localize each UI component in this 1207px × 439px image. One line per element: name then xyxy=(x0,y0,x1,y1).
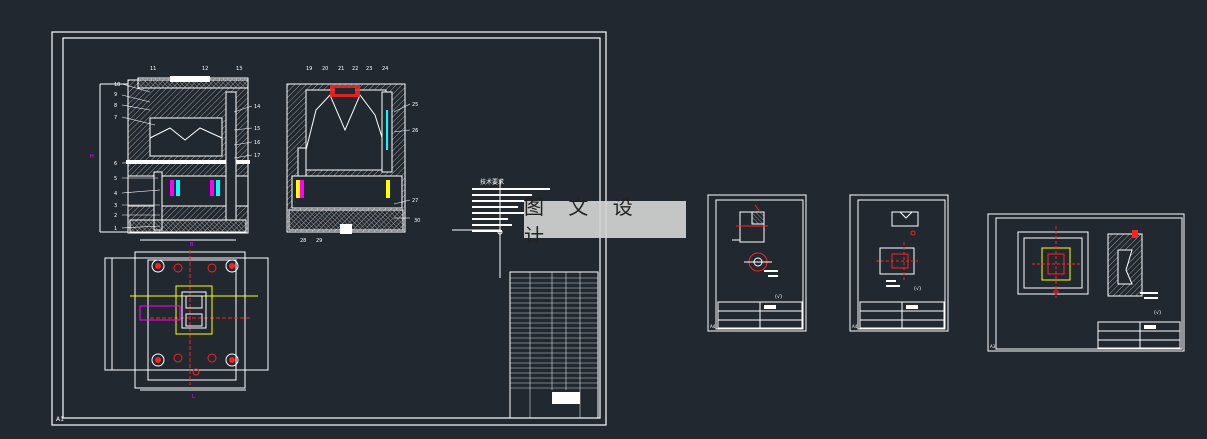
technical-requirements: 技术要求 xyxy=(452,178,550,278)
part-number-label: 16 xyxy=(254,140,260,146)
part-leaders-left xyxy=(121,83,253,229)
main-assembly-sheet[interactable]: A1 H B xyxy=(51,31,607,426)
part-number-label: 20 xyxy=(322,66,328,72)
part-number-label: 18 xyxy=(114,82,120,88)
svg-text:A4: A4 xyxy=(710,324,716,329)
part-number-label: 19 xyxy=(306,66,312,72)
part-number-label: 26 xyxy=(412,128,418,134)
part-number-label: 6 xyxy=(114,161,117,167)
svg-text:技术要求: 技术要求 xyxy=(480,178,504,186)
part-number-label: 30 xyxy=(414,218,420,224)
part-number-label: 8 xyxy=(114,103,117,109)
part-number-label: 9 xyxy=(114,92,117,98)
part-number-label: 24 xyxy=(382,66,388,72)
watermark-label: 图 文 设 计 xyxy=(524,195,686,248)
part-number-label: 5 xyxy=(114,176,117,182)
svg-text:L: L xyxy=(192,394,195,400)
svg-text:A4: A4 xyxy=(852,324,858,329)
part-number-label: 21 xyxy=(338,66,344,72)
part-numbers-right-right: 25 26 27 xyxy=(412,102,418,204)
part-number-label: 25 xyxy=(412,102,418,108)
part-number-label: 1 xyxy=(114,226,117,232)
part-number-label: 17 xyxy=(254,153,260,159)
part-numbers-left: 18 9 8 7 6 5 4 3 2 1 xyxy=(114,82,120,232)
svg-text:H: H xyxy=(90,154,94,160)
part-number-label: 11 xyxy=(150,66,156,72)
section-view-right xyxy=(286,83,406,234)
part-drawing-2[interactable]: A4 (√) xyxy=(849,194,949,332)
part-number-label: 12 xyxy=(202,66,208,72)
svg-text:(√): (√) xyxy=(914,286,921,292)
part-leaders-right xyxy=(393,103,411,219)
svg-text:A3: A3 xyxy=(990,344,996,349)
svg-text:B: B xyxy=(190,242,194,248)
svg-text:(√): (√) xyxy=(1154,310,1161,316)
part-number-label: 2 xyxy=(114,213,117,219)
part-number-label: 23 xyxy=(366,66,372,72)
part-number-label: 7 xyxy=(114,115,117,121)
part-numbers-top-left: 11 12 13 xyxy=(150,66,242,72)
part-drawing-3[interactable]: A3 (√) xyxy=(987,213,1185,352)
part-number-label: 27 xyxy=(412,198,418,204)
part-number-label: 15 xyxy=(254,126,260,132)
part-number-label: 13 xyxy=(236,66,242,72)
part-numbers-top-right: 19 20 21 22 23 24 xyxy=(306,66,388,72)
parts-list-table xyxy=(509,271,599,419)
part-number-label: 4 xyxy=(114,191,117,197)
part-number-label: 28 xyxy=(300,238,306,244)
sheet-mark-main: A1 xyxy=(56,416,64,423)
plan-view: L xyxy=(104,250,269,400)
part-numbers-bottom-right: 28 29 30 xyxy=(300,218,420,244)
part-numbers-right-left: 14 15 16 17 xyxy=(254,104,260,159)
part-number-label: 3 xyxy=(114,203,117,209)
svg-text:(√): (√) xyxy=(775,294,782,300)
part-number-label: 29 xyxy=(316,238,322,244)
section-view-left: H B xyxy=(90,76,250,248)
part-drawing-1[interactable]: A4 (√) xyxy=(707,194,807,332)
part-number-label: 14 xyxy=(254,104,260,110)
part-number-label: 22 xyxy=(352,66,358,72)
